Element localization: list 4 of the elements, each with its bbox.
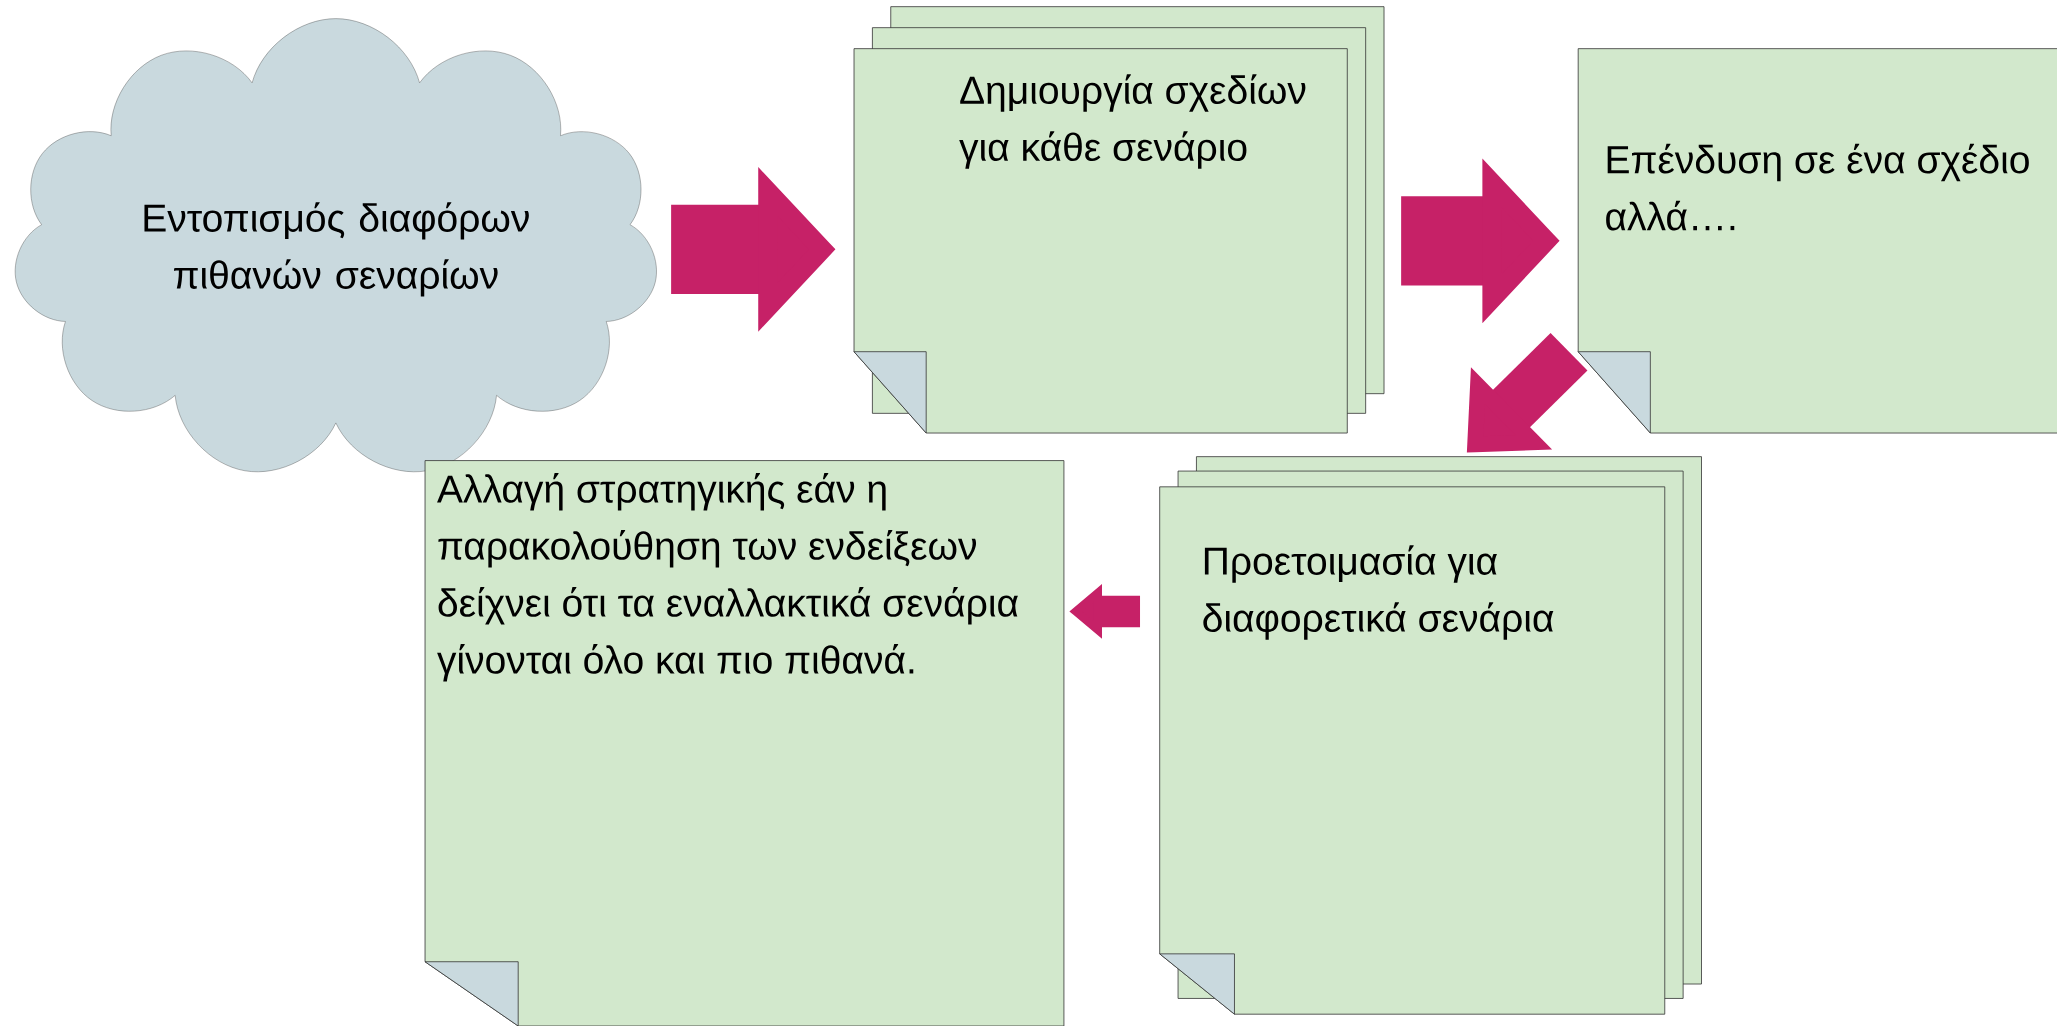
- note-page: Προετοιμασία για διαφορετικά σενάρια: [1159, 456, 1702, 1015]
- note-page: Δημιουργία σχεδίων για κάθε σενάριο: [853, 6, 1385, 434]
- note-page: Αλλαγή στρατηγικής εάν η παρακολούθηση των ενδείξεων δείχνει ότι τα εναλλακτικά σενάρια γίνονται όλο και πιο πιθανά.: [424, 460, 1065, 1026]
- note-page: Επένδυση σε ένα σχέδιο αλλά….: [1577, 48, 2057, 434]
